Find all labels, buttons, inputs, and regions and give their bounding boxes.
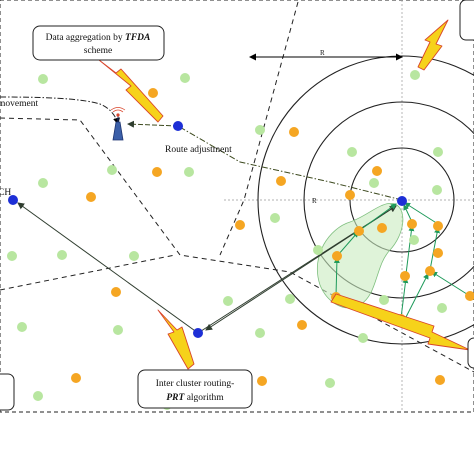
- prt-callout-line2: PRT algorithm: [166, 393, 224, 403]
- tfda-callout-line1: Data aggregation by TFDA: [46, 33, 151, 43]
- boundary-line-b: [0, 254, 176, 291]
- sensor-node: [107, 165, 117, 175]
- movement-label: movement: [0, 99, 38, 109]
- cluster-head-node: [397, 196, 407, 206]
- route-adjustment-label: Route adjustment: [165, 145, 232, 155]
- prt-callout-box: Inter cluster routing- PRT algorithm: [137, 369, 253, 409]
- tfda-callout-arrow: [98, 59, 164, 123]
- field-border: [0, 0, 474, 413]
- sensor-node: [38, 178, 48, 188]
- top-right-callout-arrow: [417, 19, 449, 71]
- sensor-node: [433, 221, 443, 231]
- sensor-node: [407, 219, 417, 229]
- prt-callout-arrow: [157, 309, 195, 370]
- sensor-node: [33, 391, 43, 401]
- sensor-node: [379, 295, 389, 305]
- sensor-node: [432, 185, 442, 195]
- boundary-line-c: [219, 1, 299, 256]
- sensor-node: [129, 251, 139, 261]
- radius-top-label: R: [320, 49, 325, 57]
- sensor-node: [38, 74, 48, 84]
- sensor-node: [86, 192, 96, 202]
- sensor-node: [148, 88, 158, 98]
- guide-lines: [224, 0, 474, 412]
- left-callout-box-partial: [0, 373, 15, 411]
- sensor-node: [425, 266, 435, 276]
- callout-arrows: [98, 19, 471, 370]
- sensor-node: [377, 223, 387, 233]
- tfda-callout-box: Data aggregation by TFDA scheme: [32, 25, 165, 61]
- sensor-node: [433, 248, 443, 258]
- sensor-node: [354, 226, 364, 236]
- top-right-callout-box-partial: [459, 0, 474, 41]
- ch-label: CH: [0, 188, 11, 198]
- sensor-node: [235, 220, 245, 230]
- sensor-node: [223, 296, 233, 306]
- sensor-node: [180, 73, 190, 83]
- sensor-node: [437, 303, 447, 313]
- cluster-head-nodes: [8, 121, 407, 338]
- sensor-node: [465, 291, 474, 301]
- sensor-node: [71, 373, 81, 383]
- sensor-node: [372, 166, 382, 176]
- sensor-node: [433, 147, 443, 157]
- sensor-node: [17, 322, 27, 332]
- prt-callout-line1: Inter cluster routing-: [156, 379, 235, 389]
- sensor-node: [285, 294, 295, 304]
- sensor-node: [410, 70, 420, 80]
- route-to-sink-arrow: [127, 120, 179, 128]
- sensor-node: [313, 245, 323, 255]
- sensor-node: [409, 235, 419, 245]
- sensor-node: [257, 376, 267, 386]
- sensor-node: [111, 287, 121, 297]
- antenna-tower-icon: [110, 107, 126, 141]
- sensor-node: [347, 147, 357, 157]
- sensor-node: [332, 251, 342, 261]
- sensor-node: [358, 333, 368, 343]
- sensor-node: [152, 167, 162, 177]
- sensor-node: [289, 127, 299, 137]
- sensor-node: [270, 213, 280, 223]
- cluster-head-node: [8, 195, 18, 205]
- sensor-node: [325, 378, 335, 388]
- sensor-node: [297, 320, 307, 330]
- cluster-head-node: [193, 328, 203, 338]
- bottom-right-callout-box-partial: [467, 337, 474, 369]
- sensor-node: [255, 125, 265, 135]
- sensor-node: [400, 271, 410, 281]
- route-adjustment-line: [177, 125, 403, 201]
- sensor-node: [184, 167, 194, 177]
- sensor-node: [276, 176, 286, 186]
- sensor-node: [345, 190, 355, 200]
- sensor-node: [57, 250, 67, 260]
- sensor-node: [7, 251, 17, 261]
- intra-cluster-routes: [333, 202, 471, 320]
- movement-path: [0, 96, 120, 125]
- cluster-highlight: [316, 202, 404, 309]
- radius-label: R: [312, 197, 317, 205]
- orange-sensor-nodes: [71, 88, 474, 386]
- sensor-node: [113, 325, 123, 335]
- sensor-node: [369, 178, 379, 188]
- cluster-boundaries: [0, 1, 474, 373]
- boundary-line-a: [0, 117, 474, 373]
- sensor-node: [435, 375, 445, 385]
- sensor-node: [255, 328, 265, 338]
- tfda-callout-line2: scheme: [84, 46, 113, 56]
- bottom-right-callout-arrow: [330, 293, 471, 351]
- cluster-head-node: [173, 121, 183, 131]
